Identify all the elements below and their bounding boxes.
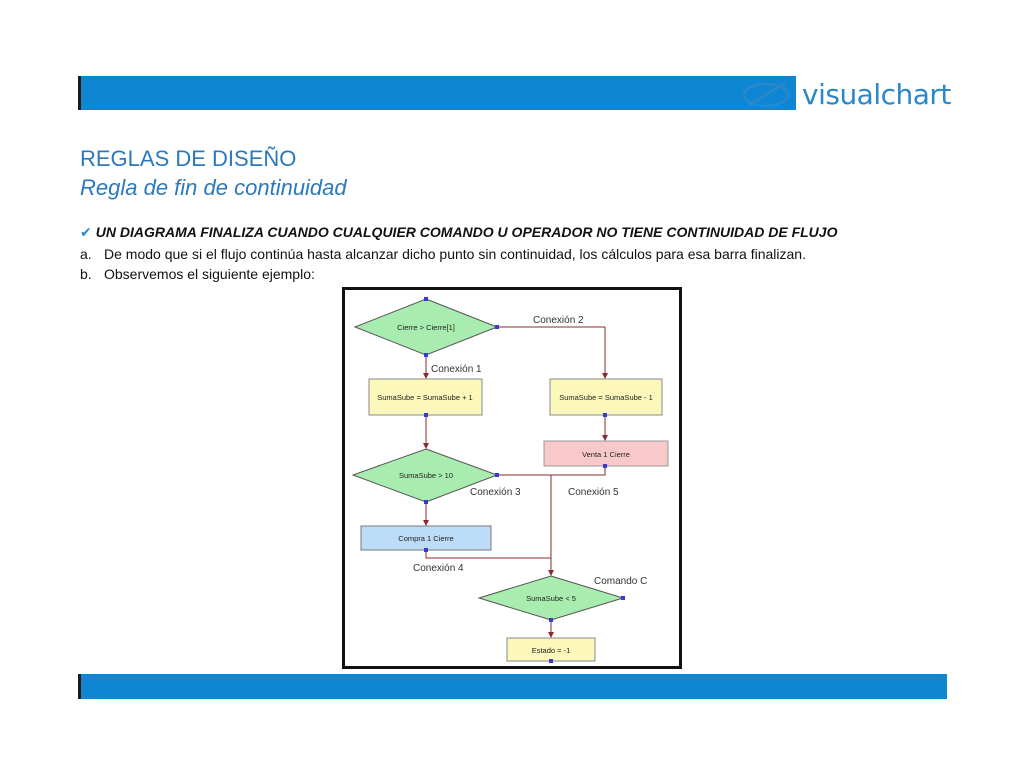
page-subtitle: Regla de fin de continuidad [80, 175, 347, 200]
buy-node: Compra 1 Cierre [360, 525, 492, 551]
port-marker [495, 473, 499, 477]
state-node-label: Estado = -1 [532, 646, 571, 655]
label-conexion-5: Conexión 5 [568, 487, 619, 498]
logo-text: visualchart [802, 78, 951, 111]
visualchart-logo-icon [742, 80, 790, 108]
state-node: Estado = -1 [506, 637, 596, 662]
flow-diagram-canvas: Cierre > Cierre[1] SumaSube = SumaSube +… [351, 297, 669, 663]
label-conexion-4: Conexión 4 [413, 563, 464, 574]
port-marker [549, 659, 553, 663]
port-marker [424, 353, 428, 357]
condition-node-label: SumaSube < 5 [526, 594, 576, 603]
port-markers [424, 297, 625, 663]
process-node-label: SumaSube = SumaSube + 1 [377, 393, 472, 402]
list-item-text: Observemos el siguiente ejemplo: [104, 266, 315, 282]
process-node-decrement: SumaSube = SumaSube - 1 [549, 378, 663, 416]
connection-labels: Conexión 2 Conexión 1 Conexión 3 Conexió… [413, 315, 647, 587]
footer-bar [78, 674, 947, 699]
connector-2 [497, 326, 608, 379]
port-marker [549, 618, 553, 622]
checkmark-icon: ✔ [80, 224, 92, 240]
list-marker: a. [80, 246, 92, 262]
port-marker [424, 297, 428, 301]
list-item-text: De modo que si el flujo continúa hasta a… [104, 246, 806, 262]
sell-node: Venta 1 Cierre [543, 440, 669, 467]
rule-statement: ✔UN DIAGRAMA FINALIZA CUANDO CUALQUIER C… [80, 224, 837, 241]
port-marker [603, 413, 607, 417]
rule-statement-text: UN DIAGRAMA FINALIZA CUANDO CUALQUIER CO… [95, 224, 838, 240]
port-marker [603, 464, 607, 468]
label-conexion-2: Conexión 2 [533, 315, 584, 326]
process-node-increment: SumaSube = SumaSube + 1 [368, 378, 483, 416]
condition-node-cierre: Cierre > Cierre[1] [353, 298, 499, 356]
page-title: REGLAS DE DISEÑO [80, 146, 297, 171]
visualchart-logo: visualchart [738, 74, 951, 114]
port-marker [424, 500, 428, 504]
port-marker [424, 548, 428, 552]
connector-4 [425, 550, 551, 559]
port-marker [621, 596, 625, 600]
list-marker: b. [80, 266, 92, 282]
process-node-label: SumaSube = SumaSube - 1 [559, 393, 653, 402]
header-bar [78, 76, 796, 110]
buy-node-label: Compra 1 Cierre [398, 534, 453, 543]
label-conexion-1: Conexión 1 [431, 364, 482, 375]
connector-lines [423, 326, 608, 638]
label-comando-c: Comando C [594, 576, 647, 587]
port-marker [495, 325, 499, 329]
label-conexion-3: Conexión 3 [470, 487, 521, 498]
connector-5 [551, 466, 606, 476]
condition-node-label: SumaSube > 10 [399, 471, 453, 480]
list-item: b. Observemos el siguiente ejemplo: [80, 266, 315, 282]
flow-diagram: Cierre > Cierre[1] SumaSube = SumaSube +… [342, 287, 682, 669]
list-item: a. De modo que si el flujo continúa hasta… [80, 246, 806, 262]
sell-node-label: Venta 1 Cierre [582, 450, 630, 459]
condition-node-label: Cierre > Cierre[1] [397, 323, 455, 332]
port-marker [424, 413, 428, 417]
